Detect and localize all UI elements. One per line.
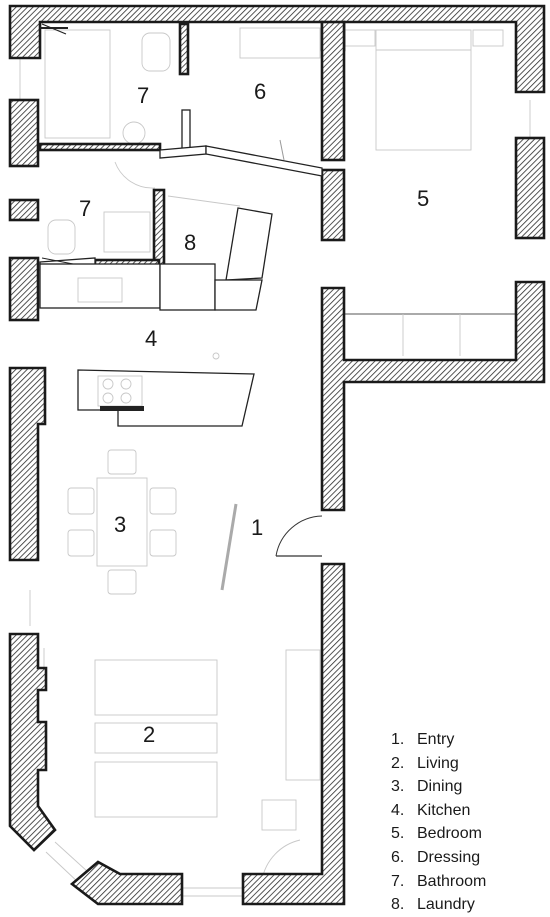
bath-door-top-leaf — [41, 23, 67, 35]
wall-bedroom-bottom — [320, 280, 546, 512]
bathroom-partition-post — [181, 109, 191, 153]
room-label-living: 2 — [143, 722, 155, 747]
wall-stub — [38, 142, 162, 152]
toilet-lower — [47, 219, 76, 255]
sliding-panel — [159, 145, 207, 159]
legend-number: 1. — [391, 731, 405, 748]
sofa — [94, 659, 218, 716]
wall-partition — [320, 20, 346, 162]
bay-window-line — [45, 851, 81, 885]
room-label-laundry: 8 — [184, 230, 196, 255]
legend-number: 3. — [391, 778, 405, 796]
toilet-top — [141, 32, 171, 72]
dryer-unit — [214, 279, 263, 311]
laundry-line — [167, 195, 241, 207]
legend-item: 5. Bedroom — [391, 822, 486, 846]
legend-name: Laundry — [417, 896, 475, 914]
legend-item: 8. Laundry — [391, 893, 486, 917]
chair — [107, 569, 137, 595]
sink-top — [122, 121, 146, 145]
nightstand-right — [472, 29, 504, 47]
doors-and-partitions — [39, 23, 323, 591]
dining-table — [96, 477, 148, 567]
sofa — [94, 761, 218, 818]
legend-item: 3. Dining — [391, 775, 486, 799]
legend-number: 7. — [391, 872, 405, 890]
legend-number: 4. — [391, 801, 405, 819]
washer-unit — [159, 263, 216, 311]
legend-name: Entry — [417, 731, 455, 748]
wall-bottom-left — [69, 860, 184, 906]
tv-unit — [285, 649, 321, 781]
legend-name: Dining — [417, 778, 463, 796]
legend-number: 6. — [391, 848, 405, 866]
wall-left-bay — [8, 632, 57, 852]
chair — [107, 449, 137, 475]
legend-item: 1. Entry — [391, 728, 486, 752]
kitchen — [39, 263, 263, 427]
kitchen-island — [77, 369, 255, 427]
legend-number: 8. — [391, 896, 405, 914]
room-labels: 1 2 3 4 5 6 7 7 8 — [79, 79, 429, 747]
wall-stub — [152, 188, 166, 270]
bay-window-line — [54, 841, 89, 873]
room-label-bathroom-top: 7 — [137, 83, 149, 108]
chair — [67, 487, 95, 515]
kitchen-sink — [77, 277, 123, 303]
wall-partition — [320, 168, 346, 242]
legend-name: Bedroom — [417, 825, 482, 843]
legend-name: Bathroom — [417, 872, 487, 890]
room-label-bedroom: 5 — [417, 186, 429, 211]
legend-name: Kitchen — [417, 801, 471, 819]
wall-left-segment — [8, 98, 40, 168]
chair — [149, 487, 177, 515]
wall-left-segment — [8, 256, 40, 322]
room-label-bathroom-lower: 7 — [79, 196, 91, 221]
wall-left-segment — [8, 198, 40, 222]
wall-right-segment — [514, 136, 546, 240]
kitchen-counter — [39, 263, 161, 309]
burner — [120, 378, 132, 390]
walls — [8, 4, 546, 906]
wall-left-segment — [8, 366, 47, 562]
coffee-table — [94, 722, 218, 754]
room-label-dressing: 6 — [254, 79, 266, 104]
vanity-lower — [103, 211, 151, 253]
nightstand-left — [344, 29, 376, 47]
wall-right-lower — [241, 562, 346, 906]
entry-glass-screen — [220, 503, 238, 591]
laundry-cabinet — [225, 207, 273, 281]
chair — [149, 529, 177, 557]
legend-name: Dressing — [417, 848, 481, 866]
chair — [67, 529, 95, 557]
bathtub-top — [44, 29, 111, 139]
room-label-dining: 3 — [114, 512, 126, 537]
room-label-kitchen: 4 — [145, 326, 157, 351]
legend-item: 7. Bathroom — [391, 870, 486, 894]
legend-name: Living — [417, 754, 459, 772]
sliding-door-dressing — [205, 145, 323, 177]
island-handle — [100, 406, 144, 411]
burner — [120, 392, 132, 404]
door-swing-bath — [114, 161, 156, 189]
door-mark — [279, 139, 285, 161]
legend-item: 2. Living — [391, 752, 486, 776]
burner — [102, 392, 114, 404]
wall-stub — [178, 22, 190, 76]
bed — [375, 29, 472, 151]
wall-top — [8, 4, 546, 94]
legend-item: 6. Dressing — [391, 846, 486, 870]
room-legend: 1. Entry 2. Living 3. Dining 4. Kitchen 5. Be… — [391, 728, 486, 917]
legend-item: 4. Kitchen — [391, 799, 486, 823]
dressing-wardrobe — [239, 27, 321, 59]
entry-door-swing — [275, 515, 323, 557]
pendant-light — [212, 352, 220, 360]
room-label-entry: 1 — [251, 515, 263, 540]
side-table — [261, 799, 297, 831]
legend-number: 2. — [391, 754, 405, 772]
legend-number: 5. — [391, 825, 405, 843]
burner — [102, 378, 114, 390]
